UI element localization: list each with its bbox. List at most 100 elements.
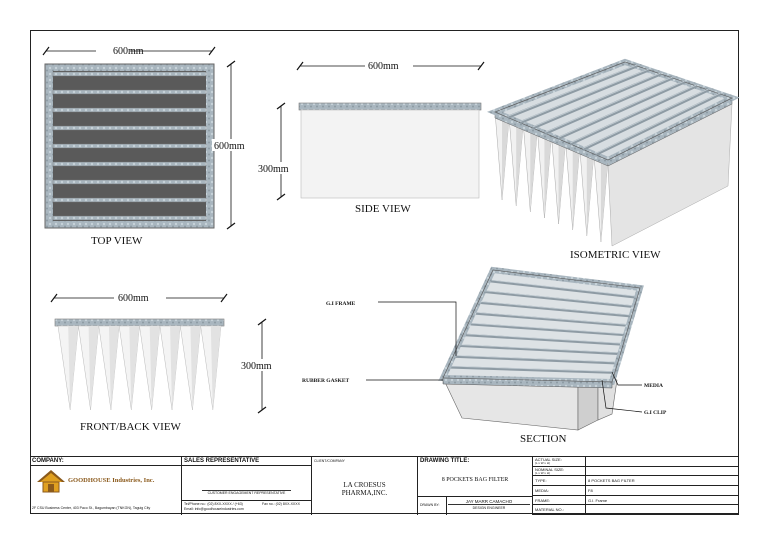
spec-label: NOMINAL SIZE:: [535, 466, 565, 472]
frame-slat: [52, 143, 207, 149]
pocket-shade: [149, 326, 160, 410]
title-block: COMPANY: GOODHOUSE Industries, Inc. 2F C…: [30, 456, 739, 515]
section-slat: [472, 311, 629, 327]
section-slat-highlight: [482, 290, 635, 307]
client-header: CLIENT/COMPANY: [314, 459, 345, 463]
isometric-view-label: ISOMETRIC VIEW: [570, 249, 661, 261]
spec-row: MATERIAL NO.:: [533, 505, 739, 515]
section-slat: [462, 333, 624, 346]
section-slat-highlight: [457, 344, 621, 354]
pocket-shade: [210, 326, 221, 410]
sales-subtitle: CUSTOMER ENGAGEMENT REPRESENTATIVE: [207, 491, 286, 495]
frame-slat: [52, 179, 207, 185]
callout-rubber-gasket: RUBBER GASKET: [302, 378, 350, 384]
pocket-shade: [68, 326, 79, 410]
iso-pocket-shade: [530, 127, 538, 212]
frame-slat: [52, 215, 207, 221]
callout-media: MEDIA: [644, 383, 663, 389]
isometric-view: [487, 58, 740, 247]
front-view-label: FRONT/BACK VIEW: [80, 421, 182, 433]
section-slat-highlight: [477, 301, 632, 316]
drawing-title-value: 8 POCKETS BAG FILTER: [441, 477, 509, 483]
section-slat-highlight: [452, 355, 618, 363]
section-slat: [482, 290, 635, 309]
sales-contact-email: Email: info@goodhouseindustries.com: [184, 507, 244, 511]
spec-sublabel: (L x W x H): [535, 461, 550, 465]
iso-slat-highlight: [595, 92, 721, 155]
section-slat-highlight: [467, 322, 627, 335]
spec-row: FRAME:G.I. Frame: [533, 495, 739, 506]
spec-value: 8 POCKETS BAG FILTER: [588, 478, 635, 484]
frame-slat: [52, 197, 207, 203]
frame-slat: [52, 71, 207, 77]
sales-header: SALES REPRESENTATIVE: [182, 457, 311, 466]
section-slat: [447, 365, 615, 374]
side-view-label: SIDE VIEW: [355, 203, 411, 215]
iso-slat-highlight: [557, 80, 685, 139]
iso-slat: [594, 92, 721, 157]
callout-gi-frame: G.I FRAME: [326, 301, 356, 307]
section-slat-highlight: [472, 311, 629, 325]
iso-pocket-shade: [586, 151, 594, 236]
drawn-by-name: JAY MARR CAMACHO: [448, 499, 530, 505]
top-view-height-dim: 600mm: [214, 141, 245, 152]
iso-pocket-shade: [502, 115, 510, 200]
pocket-shade: [88, 326, 99, 410]
spec-label: MATERIAL NO.:: [535, 507, 564, 513]
client-cell: CLIENT/COMPANY LA CROESUS PHARMA,INC.: [312, 457, 418, 515]
drawing-title-header: DRAWING TITLE:: [420, 458, 470, 464]
side-view: [258, 60, 485, 201]
company-cell: COMPANY: GOODHOUSE Industries, Inc. 2F C…: [30, 457, 182, 515]
drawing-title-cell: DRAWING TITLE: 8 POCKETS BAG FILTER DRAW…: [418, 457, 533, 515]
spec-label: MEDIA:: [535, 488, 549, 493]
pocket-shade: [108, 326, 120, 410]
iso-slat-highlight: [570, 84, 697, 144]
sales-contact-phone: Tel/Phone no.: (02) 8XX-XXXX / (+63): [184, 502, 243, 506]
iso-slat: [557, 80, 686, 141]
section-label: SECTION: [520, 433, 567, 445]
spec-row: NOMINAL SIZE:(L x W x H): [533, 466, 739, 477]
top-view-width-dim: 600mm: [113, 46, 144, 57]
iso-slat: [532, 72, 662, 130]
drawn-by-label: DRAWN BY:: [420, 503, 440, 507]
iso-slat: [507, 64, 638, 119]
iso-slat: [544, 76, 674, 135]
company-header: COMPANY:: [30, 457, 181, 466]
front-view-height-dim: 300mm: [241, 361, 272, 372]
iso-slat: [569, 84, 697, 146]
pocket-shade: [190, 326, 201, 410]
section-slat-highlight: [447, 365, 615, 372]
iso-slat-highlight: [545, 76, 673, 133]
section-slat: [477, 301, 632, 318]
iso-slat-highlight: [519, 68, 649, 123]
iso-slat-highlight: [532, 72, 661, 128]
company-address: 2F CSU Business Center, 403 Paco St., Ba…: [32, 506, 151, 510]
frame-slat: [52, 107, 207, 113]
iso-pocket-shade: [572, 145, 580, 230]
side-view-width-dim: 600mm: [368, 61, 399, 72]
top-view: [42, 45, 252, 230]
section-slat-highlight: [462, 333, 624, 344]
top-view-label: TOP VIEW: [91, 235, 143, 247]
client-name-line2: PHARMA,INC.: [341, 489, 388, 497]
pocket-shade: [129, 326, 140, 410]
front-view-width-dim: 600mm: [118, 293, 149, 304]
specs-table: ACTUAL SIZE:(L x W x H)NOMINAL SIZE:(L x…: [533, 457, 739, 515]
spec-sublabel: (L x W x H): [535, 470, 550, 475]
spec-value: F8: [588, 488, 593, 493]
side-view-height-dim: 300mm: [258, 164, 289, 175]
goodhouse-logo-icon: [37, 470, 65, 493]
spec-row: TYPE:8 POCKETS BAG FILTER: [533, 476, 739, 486]
spec-label: FRAME:: [535, 497, 551, 503]
spec-label: ACTUAL SIZE:: [535, 457, 562, 462]
callout-gi-clip: G.I CLIP: [644, 410, 667, 416]
iso-pocket-shade: [544, 133, 552, 218]
frame-slat: [52, 161, 207, 167]
section-slat-highlight: [487, 279, 638, 297]
drawn-by-role: DESIGN ENGINEER: [472, 506, 506, 510]
company-name: GOODHOUSE Industries, Inc.: [68, 477, 155, 484]
spec-row: MEDIA: F8: [533, 486, 739, 496]
iso-slat: [582, 88, 709, 151]
section-slat: [487, 279, 638, 299]
iso-pocket-shade: [558, 139, 566, 224]
